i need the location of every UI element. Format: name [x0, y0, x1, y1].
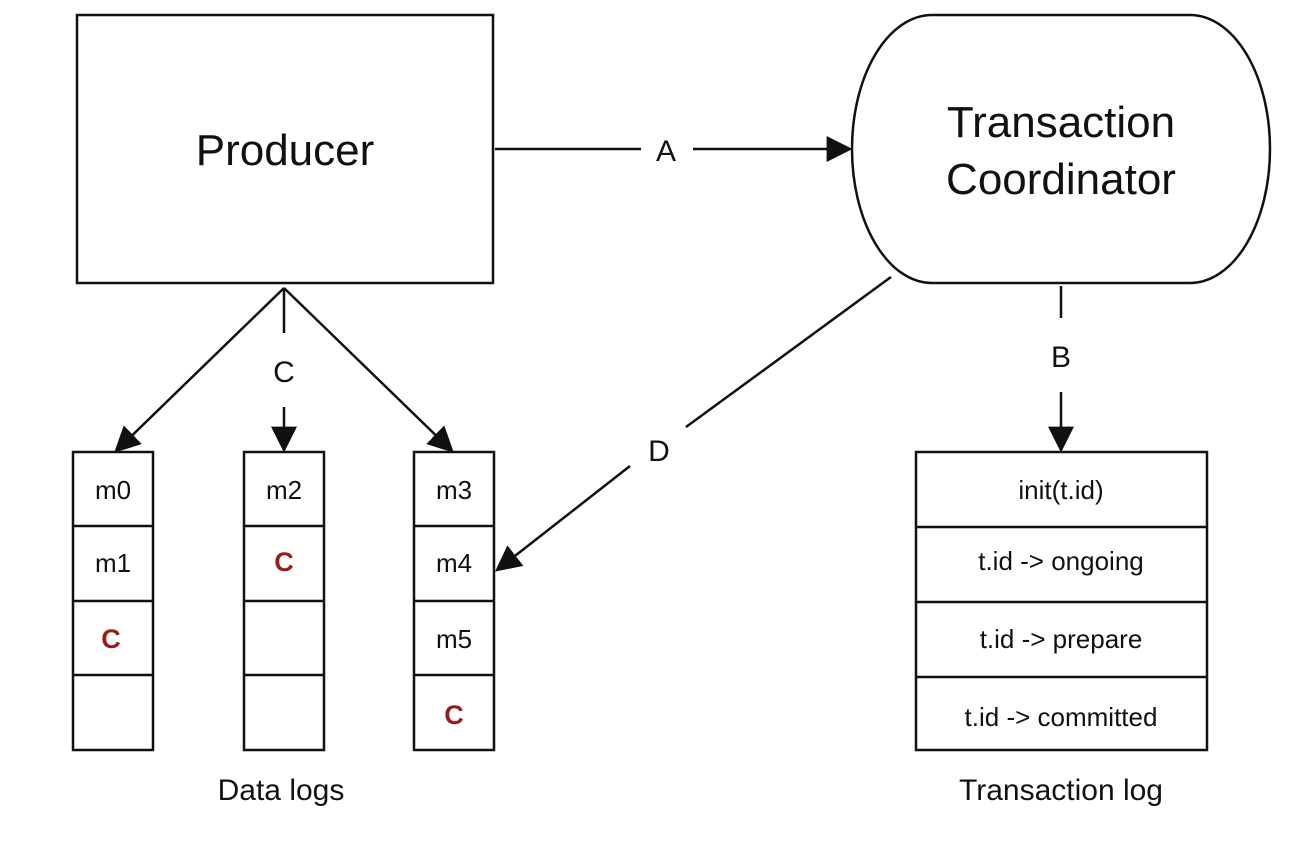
edge-c-label: C: [273, 356, 295, 389]
data-log-3-cell: m4: [436, 548, 472, 578]
producer-node: Producer: [75, 13, 495, 285]
data-log-1-cell: m0: [95, 475, 131, 505]
edge-d-label: D: [648, 435, 670, 468]
data-log-1: m0 m1 C: [71, 450, 155, 752]
transaction-log-entry: t.id -> ongoing: [978, 546, 1144, 576]
data-log-2-cell: m2: [266, 475, 302, 505]
edge-d: D: [494, 275, 892, 572]
edge-a-label: A: [656, 135, 676, 168]
data-log-2: m2 C: [242, 450, 326, 752]
transaction-log-entry: t.id -> prepare: [980, 624, 1143, 654]
commit-marker: C: [101, 624, 121, 654]
commit-marker: C: [274, 547, 294, 577]
commit-marker: C: [444, 700, 464, 730]
coordinator-label-line2: Coordinator: [946, 155, 1176, 204]
data-log-3-cell: m5: [436, 624, 472, 654]
data-log-3-cell: m3: [436, 475, 472, 505]
edge-b: B: [1048, 286, 1074, 453]
transaction-coordinator-node: Transaction Coordinator: [850, 13, 1272, 285]
transaction-log-entry: init(t.id): [1018, 475, 1103, 505]
data-logs-caption: Data logs: [218, 774, 345, 807]
producer-label: Producer: [196, 126, 375, 175]
transaction-log: init(t.id) t.id -> ongoing t.id -> prepa…: [914, 450, 1209, 752]
data-log-1-cell: m1: [95, 548, 131, 578]
edge-c: C: [114, 287, 454, 453]
edge-a: A: [495, 135, 853, 168]
transaction-log-caption: Transaction log: [959, 774, 1163, 807]
coordinator-label-line1: Transaction: [947, 98, 1175, 147]
data-log-3: m3 m4 m5 C: [412, 450, 496, 752]
edge-b-label: B: [1051, 341, 1071, 374]
transaction-log-entry: t.id -> committed: [965, 702, 1158, 732]
